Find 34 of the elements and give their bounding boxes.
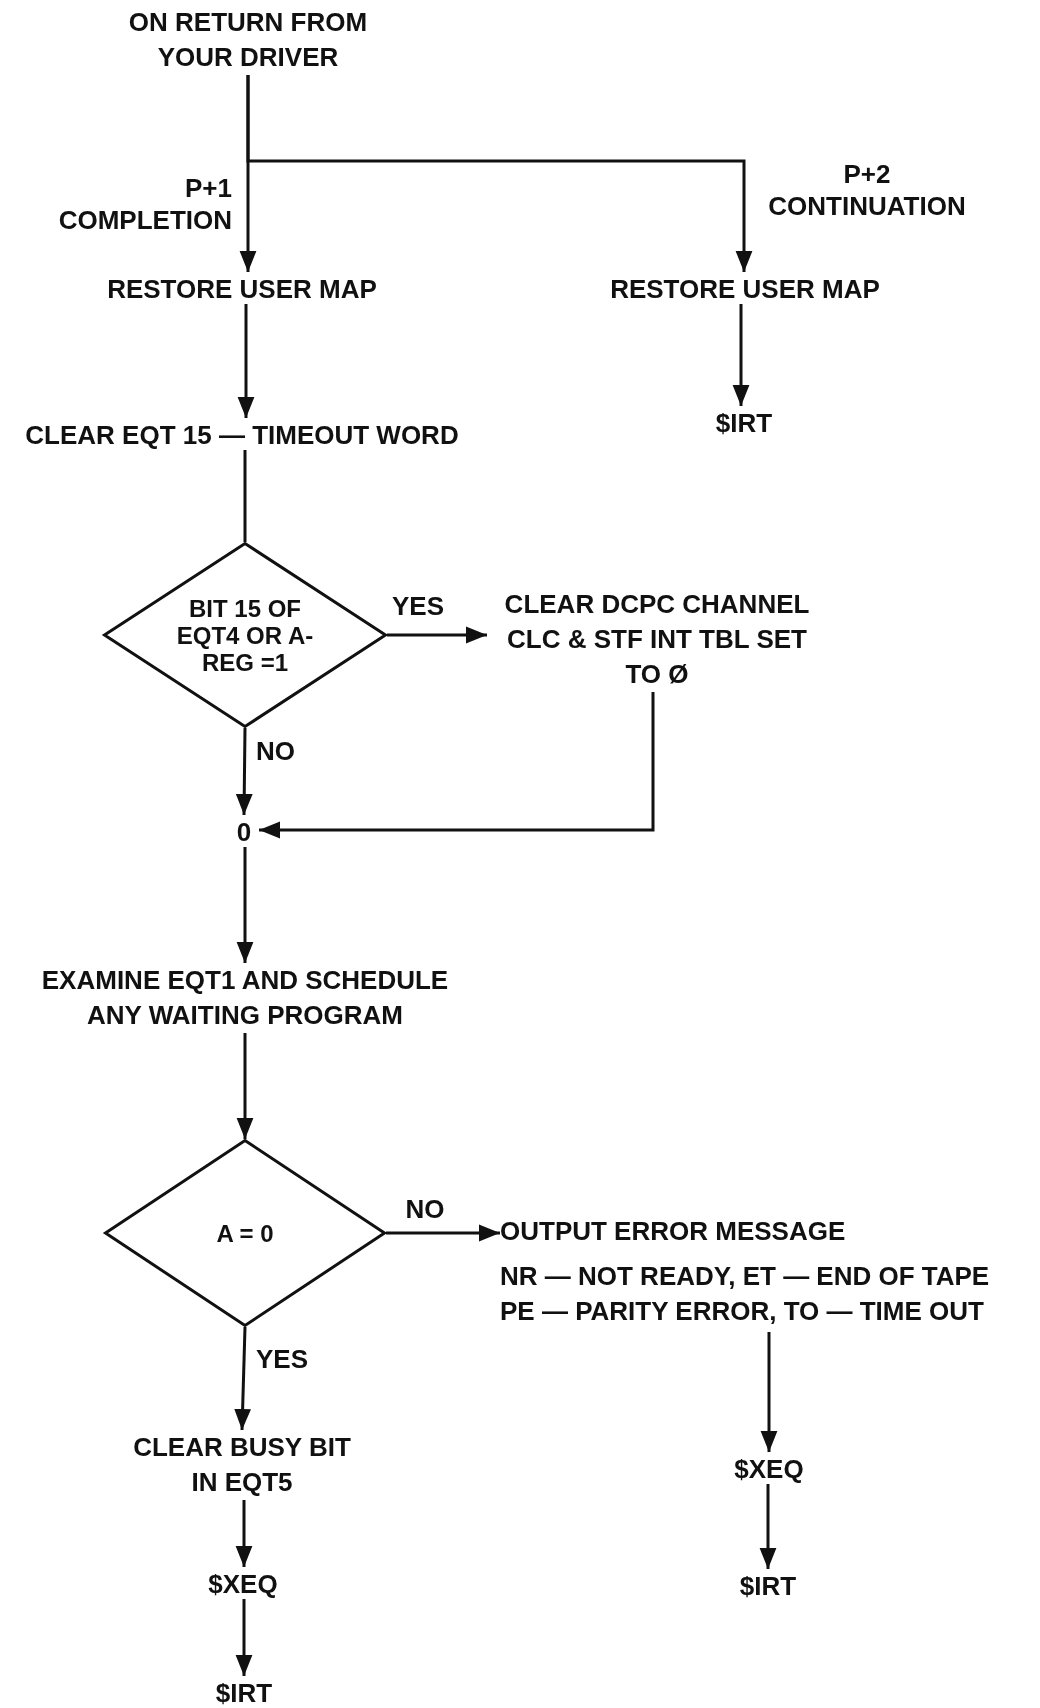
note-text: NR — NOT READY, ET — END OF TAPE <box>500 1260 991 1293</box>
step-text: ON RETURN FROM YOUR DRIVER <box>127 6 369 74</box>
arrow <box>234 1326 251 1431</box>
arrow <box>235 1500 253 1567</box>
step-text: OUTPUT ERROR MESSAGE <box>500 1215 847 1248</box>
decision-text: BIT 15 OF EQT4 OR A-REG =1 <box>175 594 315 676</box>
decision-diamond <box>104 1139 386 1327</box>
arrow <box>259 692 655 839</box>
decision-diamond <box>103 542 387 728</box>
step-text: EXAMINE EQT1 AND SCHEDULE ANY WAITING PROGRAM <box>40 964 450 1032</box>
arrow <box>386 1224 500 1242</box>
arrow <box>236 847 254 963</box>
arrow <box>732 304 750 406</box>
note-text: PE — PARITY ERROR, TO — TIME OUT <box>500 1295 985 1328</box>
arrow <box>246 75 753 272</box>
step-text: RESTORE USER MAP <box>609 273 881 306</box>
arrow <box>760 1332 778 1452</box>
arrow <box>236 1033 254 1139</box>
step-text: CLEAR BUSY BIT IN EQT5 <box>132 1431 352 1499</box>
decision-text: A = 0 <box>215 1219 275 1247</box>
arrow <box>235 1599 253 1676</box>
arrow <box>387 626 487 644</box>
step-text: CLEAR DCPC CHANNEL CLC & STF INT TBL SET TO Ø <box>503 588 811 691</box>
step-text: $IRT <box>714 407 774 440</box>
step-text: $IRT <box>214 1677 274 1708</box>
step-text: $XEQ <box>733 1453 805 1486</box>
step-text: $XEQ <box>207 1568 279 1601</box>
step-text: CLEAR EQT 15 — TIMEOUT WORD <box>24 419 460 452</box>
step-text: 0 <box>235 816 253 849</box>
step-text: $IRT <box>738 1570 798 1603</box>
step-text: RESTORE USER MAP <box>106 273 378 306</box>
arrow <box>235 728 253 815</box>
arrow <box>759 1484 777 1569</box>
arrow <box>237 304 255 418</box>
